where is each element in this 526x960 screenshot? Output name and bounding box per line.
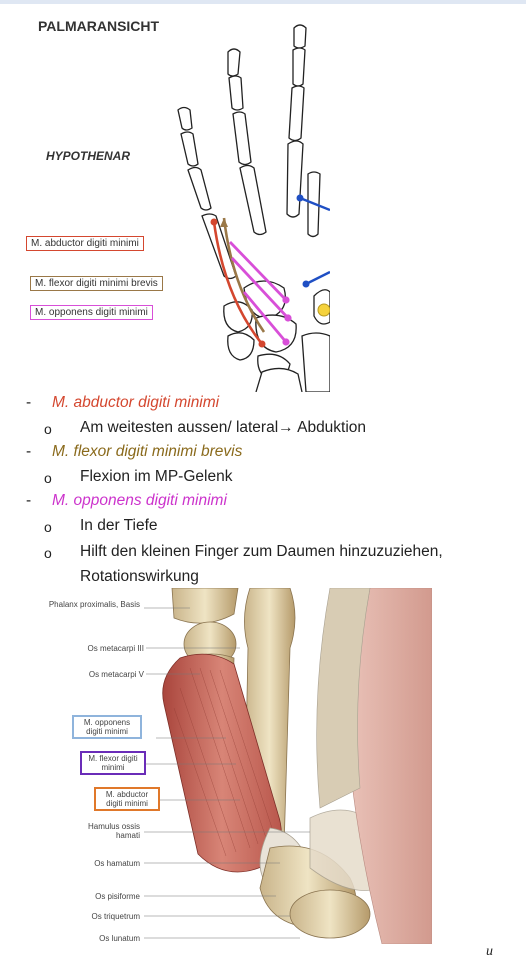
label-abductor: M. abductor digiti minimi bbox=[26, 236, 144, 251]
list-dash: - bbox=[26, 492, 32, 509]
figure-hypothenar-muscles: Phalanx proximalis, Basis Os metacarpi I… bbox=[40, 588, 432, 944]
label-hamulus-ossis-hamati: Hamulus ossis hamati bbox=[87, 822, 140, 840]
label-box-abductor: M. abductor digiti minimi bbox=[94, 787, 160, 811]
list-dash: - bbox=[26, 443, 32, 460]
list-note: Hilft den kleinen Finger zum Daumen hinz… bbox=[80, 543, 443, 560]
label-os-pisiforme: Os pisiforme bbox=[95, 892, 140, 901]
list-item-flexor-title: M. flexor digiti minimi brevis bbox=[52, 443, 243, 460]
corner-mark: u bbox=[486, 944, 493, 959]
hand-skeleton-drawing bbox=[177, 24, 330, 392]
figure-palmar-hand: PALMARANSICHT HYPOTHENAR M. abductor dig… bbox=[18, 6, 330, 392]
list-note-continued: Rotationswirkung bbox=[80, 568, 199, 585]
list-sub-bullet: o bbox=[44, 545, 52, 561]
list-note: Flexion im MP-Gelenk bbox=[80, 468, 233, 485]
list-sub-bullet: o bbox=[44, 519, 52, 535]
label-os-metacarpi-v: Os metacarpi V bbox=[88, 670, 144, 679]
label-os-lunatum: Os lunatum bbox=[99, 934, 140, 943]
list-item-opponens-title: M. opponens digiti minimi bbox=[52, 492, 227, 509]
list-item-abductor-title: M. abductor digiti minimi bbox=[52, 394, 220, 411]
list-sub-bullet: o bbox=[44, 421, 52, 437]
label-os-triquetrum: Os triquetrum bbox=[91, 912, 140, 921]
label-opponens: M. opponens digiti minimi bbox=[30, 305, 153, 320]
list-note: In der Tiefe bbox=[80, 517, 158, 534]
label-os-metacarpi-iii: Os metacarpi III bbox=[87, 644, 144, 653]
figure-subtitle: HYPOTHENAR bbox=[46, 149, 131, 163]
label-phalanx-proximalis: Phalanx proximalis, Basis bbox=[48, 600, 140, 609]
list-sub-bullet: o bbox=[44, 470, 52, 486]
label-os-hamatum: Os hamatum bbox=[94, 859, 140, 868]
label-box-flexor: M. flexor digiti minimi bbox=[80, 751, 146, 775]
page-top-bar bbox=[0, 0, 526, 4]
list-note: Am weitesten aussen/ lateral→ Abduktion bbox=[80, 419, 367, 436]
label-box-opponens: M. opponens digiti minimi bbox=[72, 715, 142, 739]
figure-title: PALMARANSICHT bbox=[38, 18, 160, 34]
list-dash: - bbox=[26, 394, 32, 411]
anatomy-illustration bbox=[144, 588, 432, 944]
label-flexor: M. flexor digiti minimi brevis bbox=[30, 276, 163, 291]
